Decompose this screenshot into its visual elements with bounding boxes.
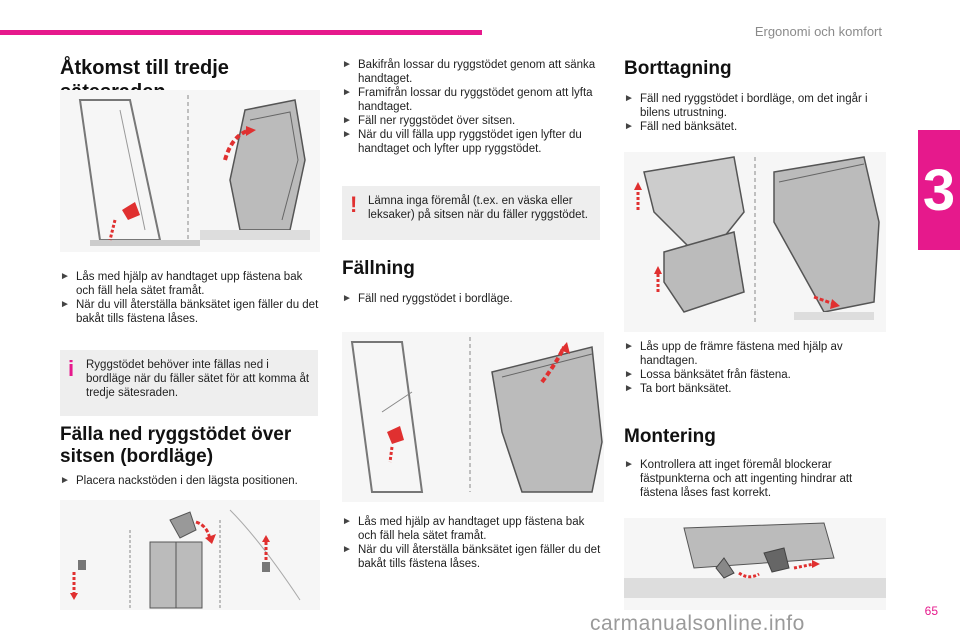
list-item: ►Lossa bänksätet från fästena.	[624, 369, 791, 381]
info-note: i Ryggstödet behöver inte fällas ned i b…	[60, 350, 318, 416]
info-icon: i	[68, 356, 75, 381]
arrow-bullet-icon: ►	[342, 293, 352, 304]
subsection-heading-line2: sitsen (bordläge)	[60, 446, 214, 467]
arrow-bullet-icon: ►	[342, 544, 352, 555]
section-title: Ergonomi och komfort	[754, 24, 882, 39]
warning-note: ! Lämna inga föremål (t.ex. en väska ell…	[342, 186, 600, 240]
list-item: ►När du vill återställa bänksätet igen f…	[342, 544, 601, 570]
column-2-bullets: ►Bakifrån lossar du ryggstödet genom att…	[342, 58, 604, 156]
header-accent-bar	[0, 30, 482, 35]
section-heading: Fällning	[342, 258, 415, 279]
section-heading: Borttagning	[624, 58, 732, 79]
folding-heading-block: Fällning	[342, 258, 604, 280]
arrow-bullet-icon: ►	[624, 93, 634, 104]
list-item: ►Fäll ned bänksätet.	[624, 121, 738, 133]
section-heading: Montering	[624, 426, 716, 447]
warning-icon: !	[350, 192, 358, 217]
arrow-bullet-icon: ►	[624, 369, 634, 380]
seat-folding-illustration	[342, 332, 604, 502]
column-2-bullets-3: ►Lås med hjälp av handtaget upp fästena …	[342, 515, 604, 571]
arrow-bullet-icon: ►	[342, 87, 352, 98]
column-3-bullets: ►Fäll ned ryggstödet i bordläge, om det …	[624, 92, 886, 134]
removal-heading-block: Borttagning	[624, 58, 886, 80]
list-item: ►Framifrån lossar du ryggstödet genom at…	[342, 87, 593, 113]
list-item: ►Fäll ned ryggstödet i bordläge, om det …	[624, 93, 868, 119]
subsection-heading-line1: Fälla ned ryggstödet över	[60, 424, 292, 445]
arrow-bullet-icon: ►	[342, 115, 352, 126]
list-item: ►Lås upp de främre fästena med hjälp av …	[624, 341, 843, 367]
arrow-bullet-icon: ►	[342, 516, 352, 527]
list-item: ►När du vill fälla upp ryggstödet igen l…	[342, 129, 582, 155]
list-item: ►Lås med hjälp av handtaget upp fästena …	[60, 271, 303, 297]
list-item: ►Bakifrån lossar du ryggstödet genom att…	[342, 59, 596, 85]
list-item: ►Placera nackstöden i den lägsta positio…	[60, 475, 298, 487]
column-3-bullets-2: ►Lås upp de främre fästena med hjälp av …	[624, 340, 886, 396]
column-3-bullets-3: ►Kontrollera att inget föremål blockerar…	[624, 458, 886, 500]
list-item: ►Kontrollera att inget föremål blockerar…	[624, 459, 853, 499]
column-1-bullets: ►Lås med hjälp av handtaget upp fästena …	[60, 270, 322, 326]
chapter-number: 3	[922, 157, 956, 223]
arrow-bullet-icon: ►	[342, 59, 352, 70]
column-1-bullets-2: ►Placera nackstöden i den lägsta positio…	[60, 474, 322, 488]
arrow-bullet-icon: ►	[624, 121, 634, 132]
mounting-illustration	[624, 518, 886, 610]
list-item: ►Fäll ner ryggstödet över sitsen.	[342, 115, 516, 127]
arrow-bullet-icon: ►	[60, 271, 70, 282]
arrow-bullet-icon: ►	[342, 129, 352, 140]
mounting-heading-block: Montering	[624, 426, 886, 448]
subsection-heading-block: Fälla ned ryggstödet över sitsen (bordlä…	[60, 424, 322, 468]
watermark: carmanualsonline.info	[590, 612, 805, 635]
chapter-tab: 3	[918, 130, 960, 250]
arrow-bullet-icon: ►	[60, 475, 70, 486]
seat-removal-illustration	[624, 152, 886, 332]
page-number: 65	[924, 604, 938, 618]
list-item: ►När du vill återställa bänksätet igen f…	[60, 299, 319, 325]
headrest-illustration	[60, 500, 320, 610]
arrow-bullet-icon: ►	[624, 459, 634, 470]
column-2-bullets-2: ►Fäll ned ryggstödet i bordläge.	[342, 292, 604, 306]
list-item: ►Ta bort bänksätet.	[624, 383, 732, 395]
arrow-bullet-icon: ►	[624, 341, 634, 352]
arrow-bullet-icon: ►	[60, 299, 70, 310]
list-item: ►Fäll ned ryggstödet i bordläge.	[342, 293, 513, 305]
seat-access-illustration	[60, 90, 320, 252]
arrow-bullet-icon: ►	[624, 383, 634, 394]
list-item: ►Lås med hjälp av handtaget upp fästena …	[342, 516, 585, 542]
